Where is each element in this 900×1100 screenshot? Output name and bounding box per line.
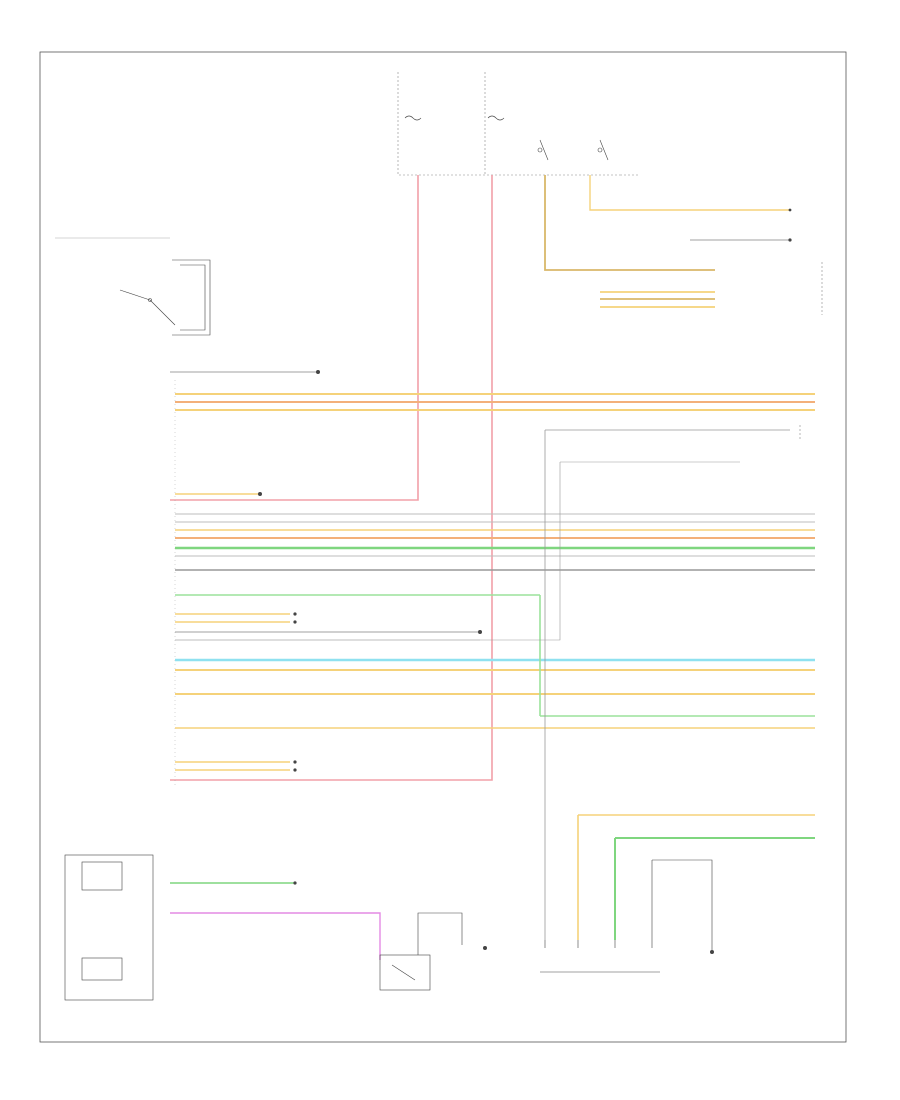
right-top-wires [600, 239, 790, 308]
relay-component [379, 912, 487, 991]
lower-right-wires [577, 814, 815, 950]
yellow-wire-top [589, 175, 790, 211]
instrument-cluster-module [64, 854, 381, 1001]
brake-switch-component [119, 259, 211, 336]
red-wire-1 [170, 175, 419, 501]
top-left-fuse-box [397, 72, 620, 176]
red-wire-2 [170, 175, 493, 781]
horizontal-harness-wires [170, 371, 815, 771]
tan-wire-top [544, 175, 715, 271]
splice-markers [258, 208, 792, 885]
diagram-border [39, 51, 847, 1043]
bottom-connectors [540, 940, 714, 973]
fuse-symbols [404, 115, 609, 161]
vertical-risers [480, 429, 790, 940]
